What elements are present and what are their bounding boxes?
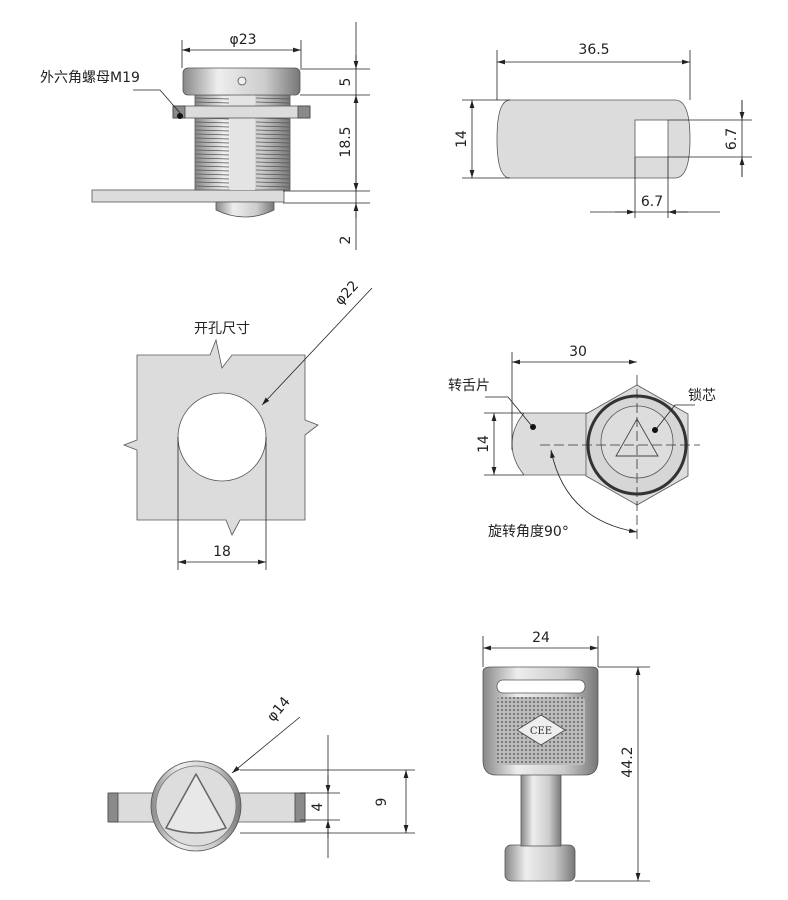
key-slot <box>496 679 586 694</box>
thread-line <box>195 101 230 104</box>
tongue-plate <box>91 189 285 203</box>
thread-line <box>195 173 230 176</box>
thread-line <box>195 157 230 160</box>
thread-line <box>255 133 290 136</box>
thread-line <box>255 97 290 100</box>
thread-line <box>255 149 290 152</box>
thread-line <box>255 129 290 132</box>
thread-line <box>195 149 230 152</box>
width-label: 24 <box>532 630 550 646</box>
body-dim: 18.5 <box>338 126 354 157</box>
thread-line <box>255 125 290 128</box>
bottom-knob <box>215 201 275 218</box>
brand-logo <box>516 714 566 746</box>
thread-line <box>195 181 230 184</box>
hex-nut <box>172 105 311 119</box>
thread-line <box>255 101 290 104</box>
tongue-dim: 2 <box>338 236 354 245</box>
length-label: 36.5 <box>578 42 609 58</box>
thread-line <box>195 185 230 188</box>
cutout-view: 开孔尺寸 φ22 18 <box>122 278 373 570</box>
hole-width-label: 18 <box>213 544 231 560</box>
tongue-shape <box>496 99 691 179</box>
thread-line <box>255 181 290 184</box>
square-height-label: 6.7 <box>724 128 740 150</box>
triangle-icon <box>165 773 227 834</box>
triangle-icon <box>615 418 659 457</box>
key-knob <box>504 844 576 882</box>
square-notch <box>634 119 669 158</box>
height-label: 44.2 <box>620 746 636 777</box>
front-view: 30 14 转舌片 锁芯 旋转角度90° <box>448 344 716 540</box>
thread-line <box>255 173 290 176</box>
tongue-label: 转舌片 <box>448 378 490 394</box>
core-label: 锁芯 <box>688 388 716 404</box>
width-label: 14 <box>454 130 470 148</box>
thread-line <box>195 137 230 140</box>
thread-line <box>195 165 230 168</box>
thread-line <box>255 141 290 144</box>
rotation-label: 旋转角度90° <box>488 524 569 540</box>
inner-dim: 4 <box>310 802 326 811</box>
key-view: CEE 24 44.2 <box>482 630 650 882</box>
side-view: φ23 外六角螺母M19 5 18.5 2 <box>40 22 370 250</box>
thread-line <box>255 165 290 168</box>
diameter-label: φ23 <box>229 32 256 48</box>
thread-line <box>195 129 230 132</box>
thread-line <box>195 145 230 148</box>
hole-diameter-label: φ22 <box>332 278 362 309</box>
thread-line <box>255 145 290 148</box>
thread-line <box>255 161 290 164</box>
thread-line <box>255 121 290 124</box>
thread-line <box>195 133 230 136</box>
nut-label: 外六角螺母M19 <box>40 70 140 86</box>
thread-line <box>195 161 230 164</box>
thread-line <box>195 169 230 172</box>
thread-line <box>255 185 290 188</box>
cutout-title: 开孔尺寸 <box>194 321 250 337</box>
thread-line <box>195 97 230 100</box>
thread-line <box>255 169 290 172</box>
length-label: 30 <box>569 344 587 360</box>
brand-label: CEE <box>530 726 552 737</box>
outer-dim: 9 <box>374 798 390 807</box>
thread-line <box>195 141 230 144</box>
square-width-label: 6.7 <box>641 194 663 210</box>
key-shaft <box>520 769 562 847</box>
thread-line <box>255 177 290 180</box>
diameter-label: φ14 <box>264 694 294 725</box>
thread-line <box>195 121 230 124</box>
thread-line <box>255 153 290 156</box>
mounting-hole <box>177 392 267 482</box>
cap-dim: 5 <box>338 78 354 87</box>
thread-line <box>195 177 230 180</box>
thread-line <box>255 137 290 140</box>
thread-line <box>195 125 230 128</box>
thread-line <box>195 153 230 156</box>
thread-line <box>255 157 290 160</box>
face-view: φ14 4 9 <box>107 694 415 858</box>
width-label: 14 <box>476 435 492 453</box>
tongue-view: 36.5 14 6.7 6.7 <box>454 42 752 218</box>
